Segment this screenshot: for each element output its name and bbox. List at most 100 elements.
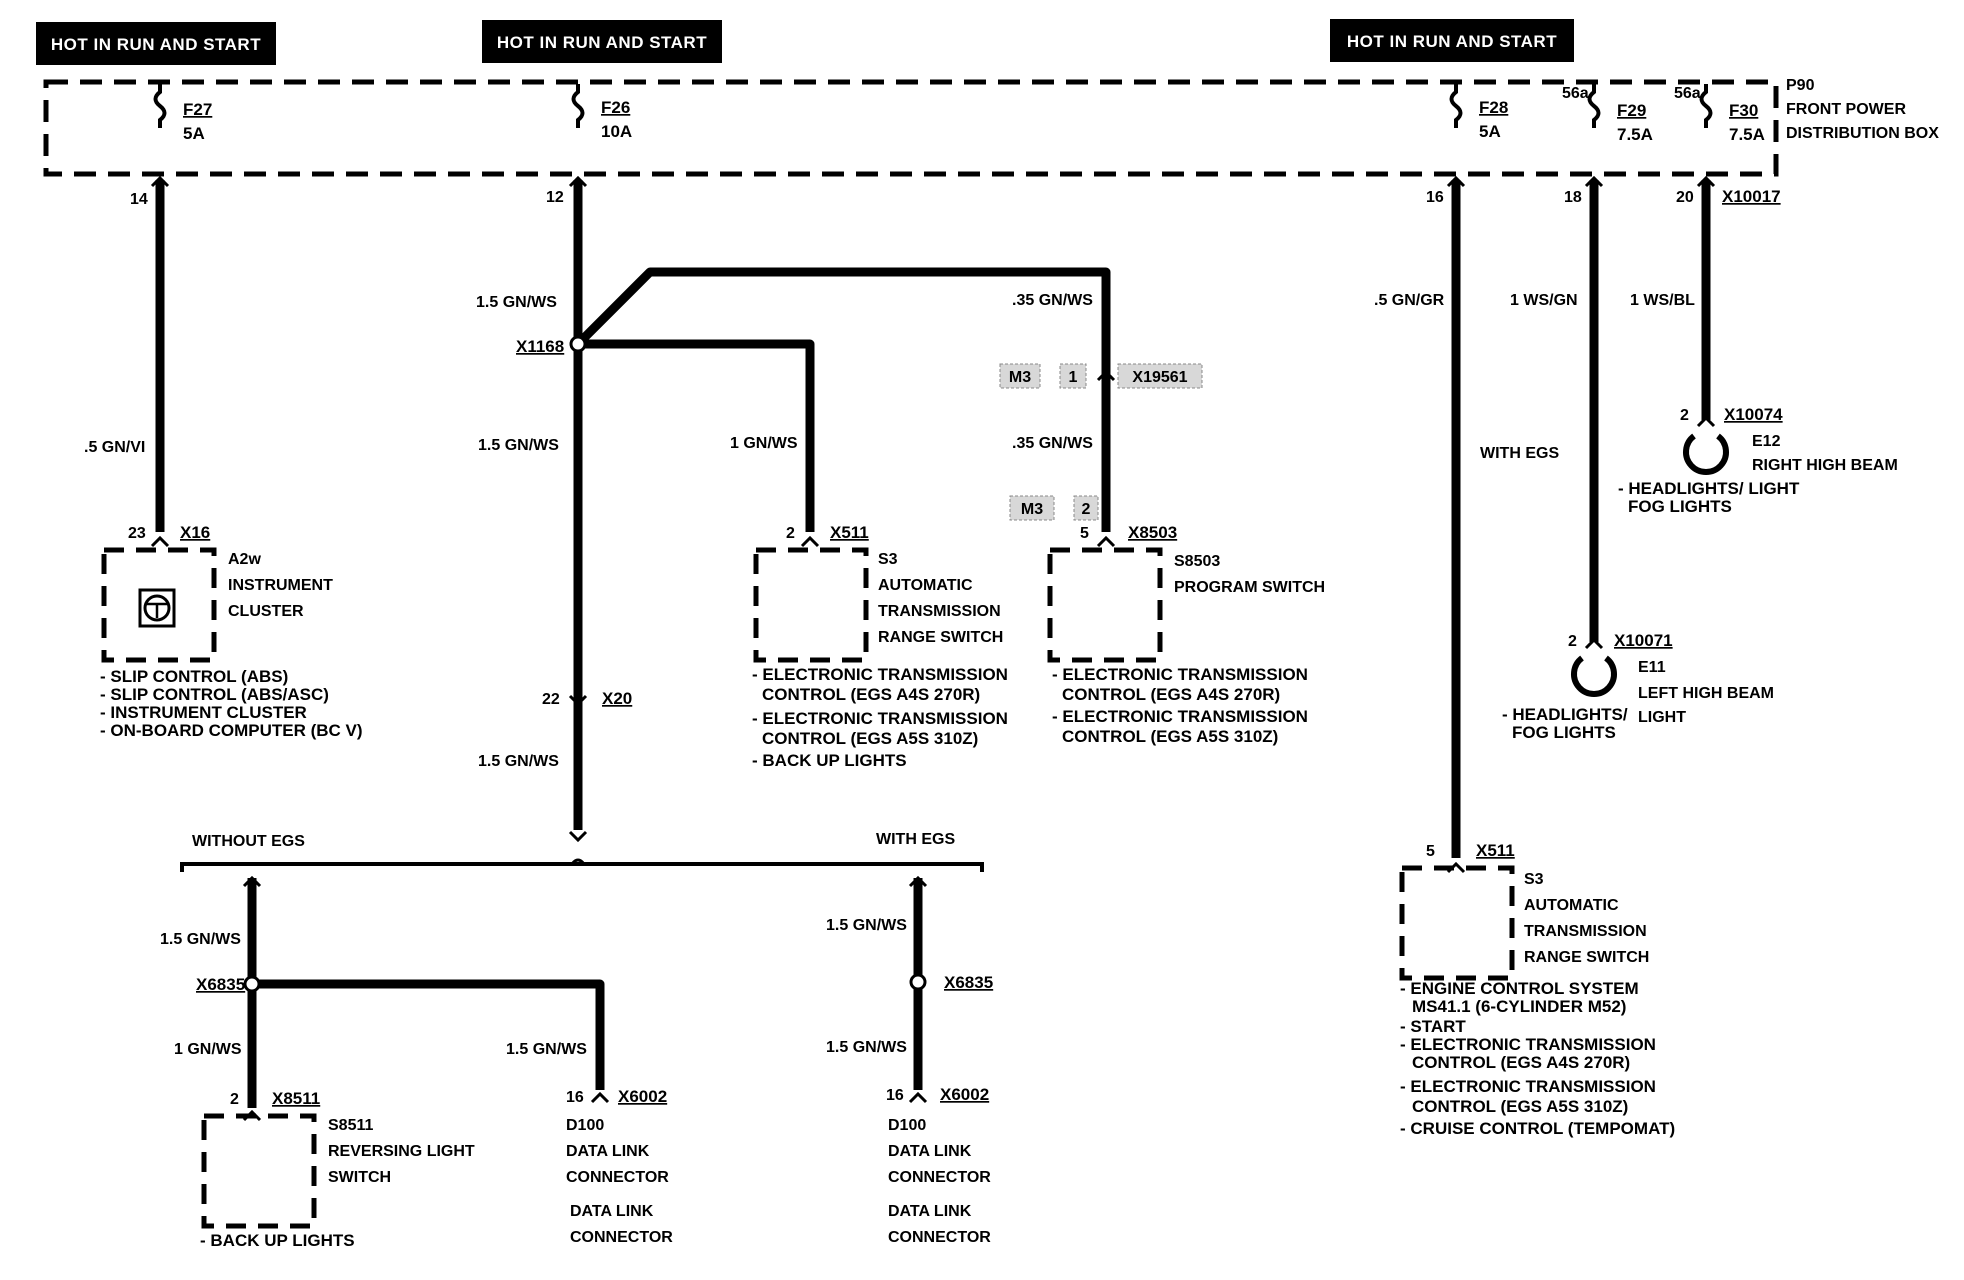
fuse-f27-id: F27 <box>183 100 212 119</box>
branch-without-egs: WITHOUT EGS <box>192 833 305 850</box>
fuse-f30-rating: 7.5A <box>1729 125 1765 144</box>
d100a-conn: X6002 <box>618 1087 667 1106</box>
box-s8511 <box>201 1113 317 1229</box>
box-s3-b <box>1399 865 1515 981</box>
wire-label-f26-b: 1.5 GN/WS <box>478 437 559 454</box>
e11-line1: LEFT HIGH BEAM <box>1638 685 1774 702</box>
s8503-id: S8503 <box>1174 553 1220 570</box>
e11-conn: X10071 <box>1614 631 1673 650</box>
d100a-line4: CONNECTOR <box>570 1229 673 1246</box>
x20-pin: 22 <box>542 691 560 708</box>
d100b-conn: X6002 <box>940 1085 989 1104</box>
s8503-note-4: CONTROL (EGS A5S 310Z) <box>1062 727 1278 746</box>
fuse-symbol-f30 <box>1699 84 1713 128</box>
wire-label-f27: .5 GN/VI <box>84 439 145 456</box>
d100b-line3: DATA LINK <box>888 1203 972 1220</box>
fuse-f30-id: F30 <box>1729 101 1758 120</box>
fuse-f29-tag: 56a <box>1562 85 1589 102</box>
a2w-note-1: - SLIP CONTROL (ABS) <box>100 667 288 686</box>
e12-note-1: - HEADLIGHTS/ LIGHT <box>1618 479 1800 498</box>
svg-text:2: 2 <box>1082 501 1091 518</box>
wire-x1168-s3 <box>578 339 815 532</box>
x20-label: X20 <box>602 689 632 708</box>
wire-label-s8503-a: .35 GN/WS <box>1012 292 1093 309</box>
s3a-line3: RANGE SWITCH <box>878 629 1003 646</box>
splice-x1168 <box>569 335 587 353</box>
a2w-line2: CLUSTER <box>228 603 304 620</box>
d100b-line2: CONNECTOR <box>888 1169 991 1186</box>
s3b-pin: 5 <box>1426 843 1435 860</box>
s3a-note-1: - ELECTRONIC TRANSMISSION <box>752 665 1008 684</box>
s3a-line1: AUTOMATIC <box>878 577 973 594</box>
a2w-note-4: - ON-BOARD COMPUTER (BC V) <box>100 721 363 740</box>
box-a2w <box>101 547 217 663</box>
wire-x1168-s8503 <box>574 267 1111 532</box>
wire-label-f28: .5 GN/GR <box>1374 292 1445 309</box>
pin-f26: 12 <box>546 189 564 206</box>
wire-group <box>155 180 1711 1108</box>
splice-x6835-a <box>243 975 261 993</box>
e11-note-2: FOG LIGHTS <box>1512 723 1616 742</box>
s8503-conn: X8503 <box>1128 523 1177 542</box>
fuse-box-name-2: DISTRIBUTION BOX <box>1786 125 1939 142</box>
steering-wheel-icon <box>138 588 176 628</box>
fuse-box-outline <box>43 79 1779 177</box>
svg-text:X19561: X19561 <box>1132 369 1187 386</box>
s3b-note-1: - ENGINE CONTROL SYSTEM <box>1400 979 1639 998</box>
d100a-line3: DATA LINK <box>570 1203 654 1220</box>
a2w-id: A2w <box>228 551 261 568</box>
wire-label-f30: 1 WS/BL <box>1630 292 1695 309</box>
s8511-line1: REVERSING LIGHT <box>328 1143 475 1160</box>
fuse-f28-id: F28 <box>1479 98 1508 117</box>
wire-label-s3: 1 GN/WS <box>730 435 798 452</box>
box-s8503 <box>1047 547 1163 663</box>
lamp-e11-icon <box>1571 655 1617 697</box>
fuse-f30-tag: 56a <box>1674 85 1701 102</box>
header-hot-in-run-2: HOT IN RUN AND START <box>482 20 722 63</box>
s8503-note-2: CONTROL (EGS A4S 270R) <box>1062 685 1280 704</box>
fuse-symbol-f26 <box>571 84 585 128</box>
e11-pin: 2 <box>1568 633 1577 650</box>
d100a-id: D100 <box>566 1117 604 1134</box>
s3a-line2: TRANSMISSION <box>878 603 1001 620</box>
d100a-line1: DATA LINK <box>566 1143 650 1160</box>
s8503-line1: PROGRAM SWITCH <box>1174 579 1325 596</box>
svg-text:M3: M3 <box>1021 501 1043 518</box>
wire-label-x6835-d100: 1.5 GN/WS <box>506 1041 587 1058</box>
wire-label-without-a: 1.5 GN/WS <box>160 931 241 948</box>
d100b-line4: CONNECTOR <box>888 1229 991 1246</box>
fuse-box-name-1: FRONT POWER <box>1786 101 1906 118</box>
s3a-conn: X511 <box>830 523 869 542</box>
wire-label-with-a: 1.5 GN/WS <box>826 917 907 934</box>
e12-conn: X10074 <box>1724 405 1783 424</box>
a2w-note-2: - SLIP CONTROL (ABS/ASC) <box>100 685 329 704</box>
wire-label-without-b: 1 GN/WS <box>174 1041 242 1058</box>
wire-label-s8503-b: .35 GN/WS <box>1012 435 1093 452</box>
e12-id: E12 <box>1752 433 1781 450</box>
inline-connector-x19561: M3 1 X19561 <box>999 363 1203 389</box>
s3b-line2: TRANSMISSION <box>1524 923 1647 940</box>
svg-text:HOT IN RUN AND START: HOT IN RUN AND START <box>1347 32 1557 51</box>
s3a-pin: 2 <box>786 525 795 542</box>
s3a-note-4: CONTROL (EGS A5S 310Z) <box>762 729 978 748</box>
s3b-note-3: - START <box>1400 1017 1466 1036</box>
a2w-note-3: - INSTRUMENT CLUSTER <box>100 703 307 722</box>
s8503-pin: 5 <box>1080 525 1089 542</box>
s3b-line1: AUTOMATIC <box>1524 897 1619 914</box>
s8511-pin: 2 <box>230 1091 239 1108</box>
s8511-note: - BACK UP LIGHTS <box>200 1231 355 1250</box>
s3b-note-2: MS41.1 (6-CYLINDER M52) <box>1412 997 1626 1016</box>
svg-text:HOT IN RUN AND START: HOT IN RUN AND START <box>51 35 261 54</box>
fuse-f28-rating: 5A <box>1479 122 1501 141</box>
s8511-line2: SWITCH <box>328 1169 391 1186</box>
s3b-line3: RANGE SWITCH <box>1524 949 1649 966</box>
s3a-note-3: - ELECTRONIC TRANSMISSION <box>752 709 1008 728</box>
e12-pin: 2 <box>1680 407 1689 424</box>
d100b-line1: DATA LINK <box>888 1143 972 1160</box>
s3b-note-5: CONTROL (EGS A4S 270R) <box>1412 1053 1630 1072</box>
s3b-note-8: - CRUISE CONTROL (TEMPOMAT) <box>1400 1119 1675 1138</box>
wire-label-f26-a: 1.5 GN/WS <box>476 294 557 311</box>
s3a-note-2: CONTROL (EGS A4S 270R) <box>762 685 980 704</box>
a2w-pin: 23 <box>128 525 146 542</box>
